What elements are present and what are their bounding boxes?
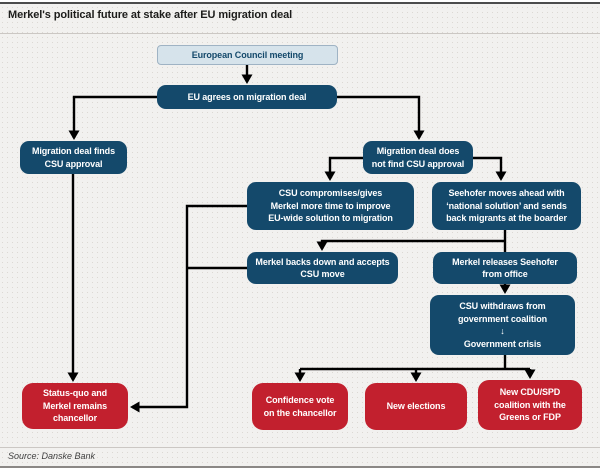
edge-eu-notfind (337, 95, 425, 140)
node-new-cdu-spd-coalition: New CDU/SPD coalition with the Greens or… (478, 380, 582, 430)
node-seehofer-national-solution: Seehofer moves ahead with ‘national solu… (432, 182, 581, 230)
source-note: Source: Danske Bank (8, 451, 96, 461)
header-rule (0, 2, 600, 4)
edge-seehofer-backsdown (316, 239, 505, 251)
footer-rule-dark (0, 466, 600, 468)
header-divider (0, 33, 600, 34)
node-european-council-meeting: European Council meeting (157, 45, 338, 65)
node-deal-not-find-csu-approval: Migration deal does not find CSU approva… (363, 141, 473, 174)
node-confidence-vote: Confidence vote on the chancellor (252, 383, 348, 430)
footer-rule-light (0, 447, 600, 448)
node-new-elections: New elections (365, 383, 467, 430)
node-csu-compromises: CSU compromises/gives Merkel more time t… (247, 182, 414, 230)
top-margin (0, 0, 600, 2)
node-merkel-releases-seehofer: Merkel releases Seehofer from office (433, 252, 577, 284)
node-csu-withdraws-government-crisis: CSU withdraws from government coalition … (430, 295, 575, 355)
node-status-quo-merkel-chancellor: Status-quo and Merkel remains chancellor (22, 383, 128, 429)
page-title: Merkel's political future at stake after… (8, 9, 293, 21)
edge-eu-finds (68, 95, 157, 140)
edge-notfind-seehofer (473, 156, 507, 181)
edge-notfind-compromises (324, 156, 363, 181)
node-merkel-backs-down: Merkel backs down and accepts CSU move (247, 252, 398, 284)
edge-collector-statusquo (130, 204, 247, 413)
node-eu-agrees-migration-deal: EU agrees on migration deal (157, 85, 337, 109)
bottom-margin (0, 468, 600, 473)
node-deal-finds-csu-approval: Migration deal finds CSU approval (20, 141, 127, 174)
